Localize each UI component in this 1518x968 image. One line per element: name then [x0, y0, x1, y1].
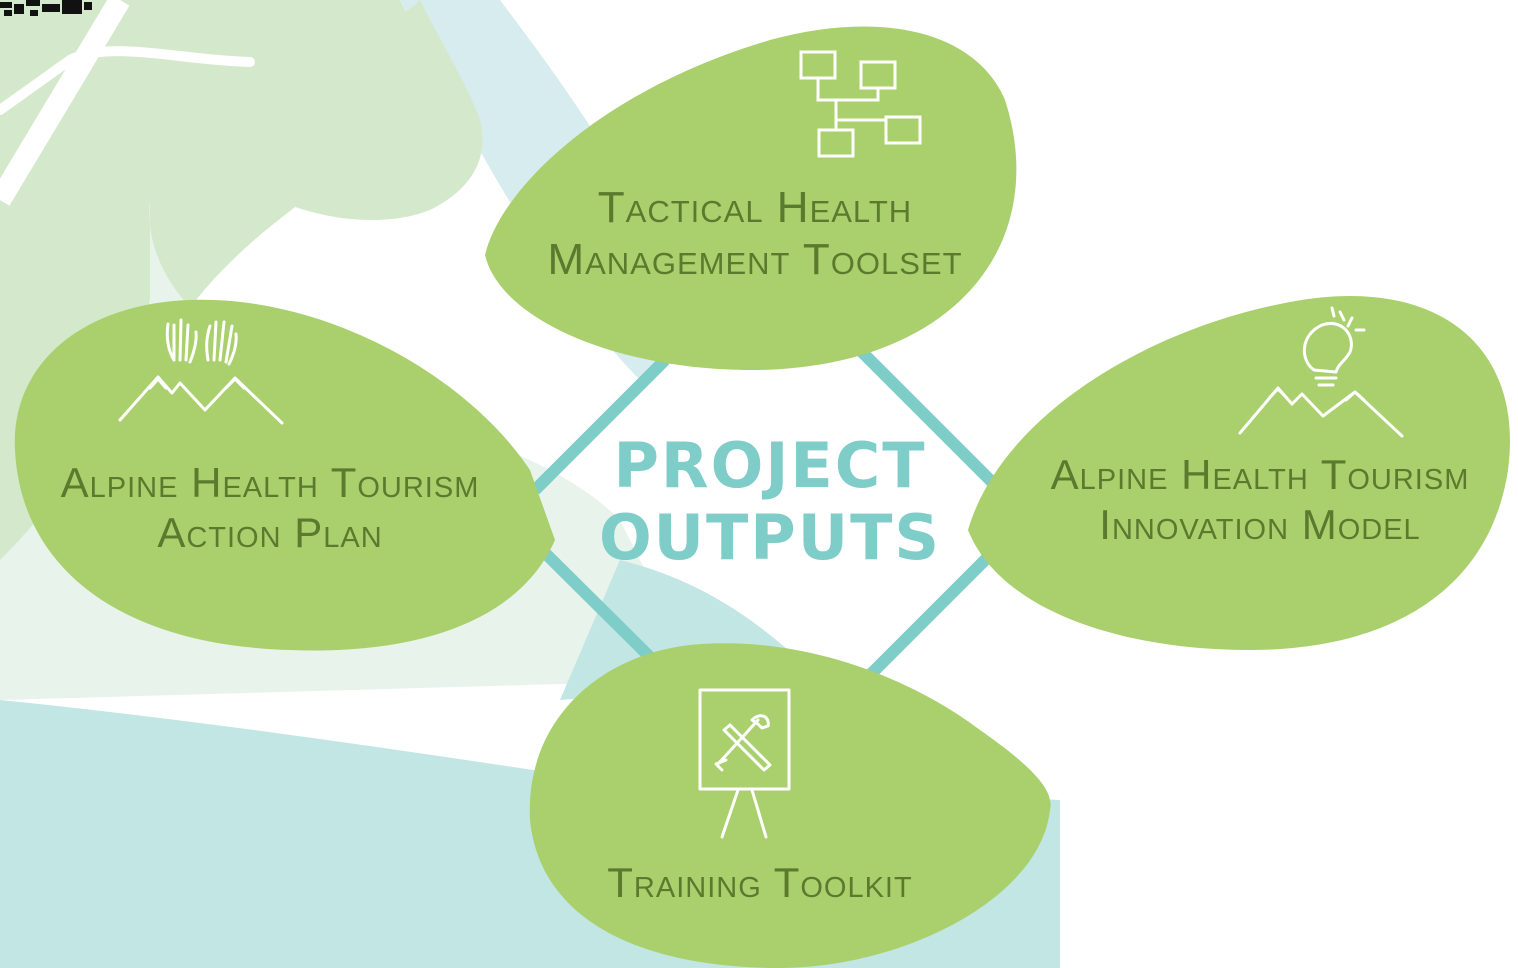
center-title-line2: OUTPUTS: [598, 500, 942, 574]
lightbulb-mountains-icon: [1238, 306, 1404, 438]
label-innovation-model-line1: Alpine Health Tourism: [1050, 451, 1470, 498]
center-title-line1: PROJECT: [613, 429, 927, 502]
label-training-line1: Training Toolkit: [607, 859, 913, 906]
corner-pixel-mark: [0, 0, 92, 16]
center-title: PROJECT OUTPUTS: [590, 430, 950, 574]
hands-mountains-icon: [118, 318, 284, 425]
label-toolset-line1: Tactical Health: [597, 183, 913, 232]
leaf-innovation-model: [968, 295, 1510, 650]
label-toolset-line2: Management Toolset: [547, 234, 963, 284]
label-toolset: Tactical Health Management Toolset: [535, 182, 975, 286]
leaf-training: [529, 643, 1051, 968]
org-chart-icon: [799, 50, 922, 158]
label-action-plan-line2: Action Plan: [157, 508, 383, 556]
label-training: Training Toolkit: [560, 858, 960, 908]
label-action-plan-line1: Alpine Health Tourism: [60, 459, 480, 506]
label-action-plan: Alpine Health Tourism Action Plan: [30, 458, 510, 557]
presentation-board-tools-icon: [698, 688, 791, 839]
leaf-toolset: [485, 26, 1017, 371]
label-innovation-model: Alpine Health Tourism Innovation Model: [1020, 450, 1500, 549]
label-innovation-model-line2: Innovation Model: [1099, 500, 1421, 548]
